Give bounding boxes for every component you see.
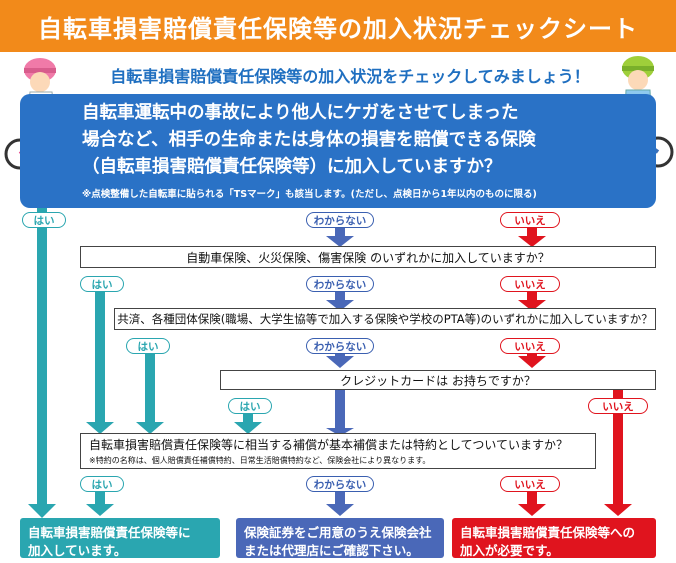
answer-yes-badge: はい — [80, 476, 124, 492]
outcome-enrolled: 自転車損害賠償責任保険等に 加入しています。 — [20, 518, 220, 558]
subtitle: 自転車損害賠償責任保険等の加入状況をチェックしてみましょう！ — [110, 67, 590, 86]
answer-no-badge: いいえ — [500, 338, 560, 354]
main-question-line-1: 自転車運転中の事故により他人にケガをさせてしまった — [82, 103, 519, 123]
answer-dont-know-badge: わからない — [306, 338, 374, 354]
page-title: 自転車損害賠償責任保険等の加入状況チェックシート — [0, 0, 676, 52]
outcome-confirm: 保険証券をご用意のうえ保険会社 または代理店にご確認下さい。 — [236, 518, 444, 558]
answer-yes-badge: はい — [80, 276, 124, 292]
answer-yes-badge: はい — [22, 212, 66, 228]
main-question-box: 自転車運転中の事故により他人にケガをさせてしまった 場合など、相手の生命または身… — [20, 94, 656, 208]
answer-no-badge: いいえ — [588, 398, 648, 414]
answer-yes-badge: はい — [126, 338, 170, 354]
question-coverage-rider: 自転車損害賠償責任保険等に相当する補償が基本補償または特約としてついていますか？… — [80, 433, 596, 469]
outcome-required-line-1: 自転車損害賠償責任保険等への — [460, 525, 636, 540]
question-coverage-rider-note: ※特約の名称は、個人賠償責任補償特約、日常生活賠償特約など、保険会社により異なり… — [89, 456, 431, 465]
main-question-note: ※点検整備した自転車に貼られる「TSマーク」も該当します。(ただし、点検日から1… — [82, 189, 537, 200]
question-mutual-aid-group: 共済、各種団体保険(職場、大学生協等で加入する保険や学校のPTA等)のいずれかに… — [114, 308, 656, 330]
outcome-confirm-line-1: 保険証券をご用意のうえ保険会社 — [244, 525, 432, 540]
question-credit-card: クレジットカードは お持ちですか？ — [220, 370, 656, 390]
answer-dont-know-badge: わからない — [306, 212, 374, 228]
answer-dont-know-badge: わからない — [306, 476, 374, 492]
main-question-line-3: （自転車損害賠償責任保険等）に加入していますか？ — [82, 157, 502, 177]
outcome-required: 自転車損害賠償責任保険等への 加入が必要です。 — [452, 518, 656, 558]
answer-no-badge: いいえ — [500, 276, 560, 292]
main-question-line-2: 場合など、相手の生命または身体の損害を賠償できる保険 — [82, 130, 536, 150]
outcome-required-line-2: 加入が必要です。 — [460, 543, 559, 558]
answer-dont-know-badge: わからない — [306, 276, 374, 292]
answer-no-badge: いいえ — [500, 212, 560, 228]
answer-yes-badge: はい — [228, 398, 272, 414]
answer-no-badge: いいえ — [500, 476, 560, 492]
outcome-enrolled-line-2: 加入しています。 — [28, 543, 127, 558]
question-coverage-rider-text: 自転車損害賠償責任保険等に相当する補償が基本補償または特約としてついていますか？ — [89, 438, 569, 452]
outcome-enrolled-line-1: 自転車損害賠償責任保険等に — [28, 525, 191, 540]
question-auto-fire-injury: 自動車保険、火災保険、傷害保険 のいずれかに加入していますか？ — [80, 246, 656, 268]
outcome-confirm-line-2: または代理店にご確認下さい。 — [244, 543, 419, 558]
